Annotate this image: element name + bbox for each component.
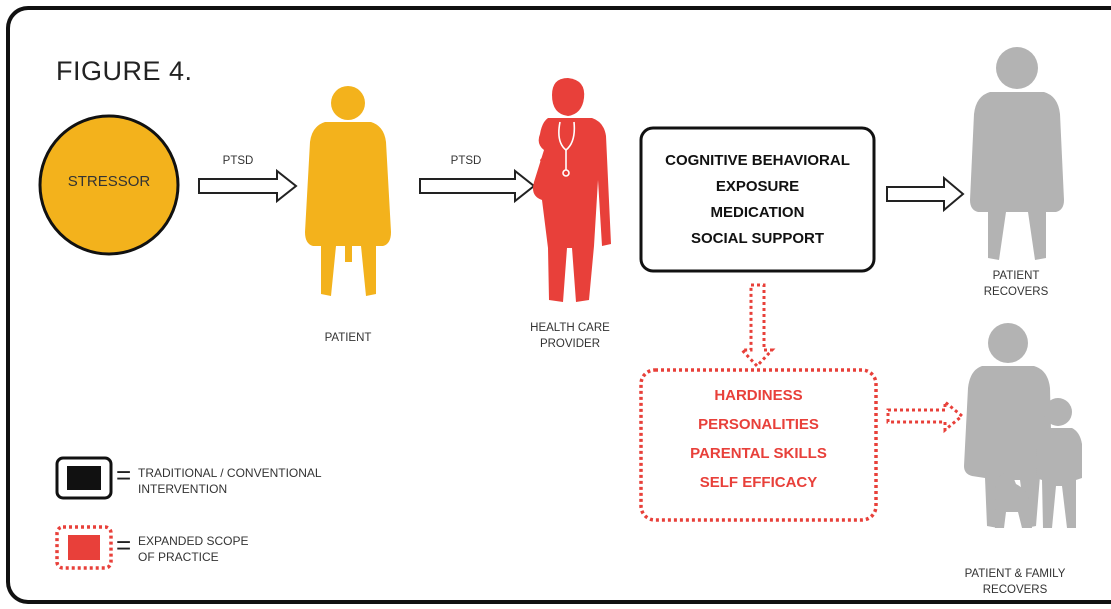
stressor-circle bbox=[38, 114, 180, 256]
provider-label-line1: HEALTH CARE bbox=[530, 322, 610, 334]
legend-expanded-label: EXPANDED SCOPE OF PRACTICE bbox=[138, 533, 248, 565]
expanded-item: SELF EFFICACY bbox=[699, 474, 818, 491]
family-recovers-label: PATIENT & FAMILY RECOVERS bbox=[945, 566, 1085, 598]
ptsd-label-1: PTSD bbox=[222, 155, 254, 167]
family-recovers-line1: PATIENT & FAMILY bbox=[964, 568, 1066, 580]
expanded-item: PERSONALITIES bbox=[698, 416, 819, 433]
legend-expanded-line1: EXPANDED SCOPE bbox=[138, 534, 249, 548]
expanded-box-list: HARDINESS PERSONALITIES PARENTAL SKILLS … bbox=[641, 381, 876, 497]
arrow-box-to-recovery bbox=[886, 175, 965, 213]
legend-traditional-inner bbox=[67, 466, 101, 490]
legend-equals-1: = bbox=[116, 460, 132, 490]
arrow-patient-to-provider bbox=[419, 168, 536, 204]
patient-figure-icon bbox=[305, 86, 391, 296]
patient-recovers-line2: RECOVERS bbox=[983, 286, 1049, 298]
provider-figure-icon bbox=[533, 78, 611, 302]
traditional-item: EXPOSURE bbox=[715, 178, 800, 195]
provider-label-line2: PROVIDER bbox=[539, 338, 601, 350]
ptsd-label-2: PTSD bbox=[450, 155, 482, 167]
traditional-item: MEDICATION bbox=[710, 204, 805, 221]
traditional-intervention-box bbox=[639, 126, 876, 273]
family-recovers-line2: RECOVERS bbox=[982, 584, 1048, 596]
recovered-patient-figure-icon bbox=[970, 47, 1064, 260]
family-figure-icon bbox=[964, 323, 1082, 528]
legend-expanded-line2: OF PRACTICE bbox=[138, 550, 219, 564]
provider-label: HEALTH CARE PROVIDER bbox=[520, 320, 620, 352]
patient-label: PATIENT bbox=[324, 332, 372, 344]
stethoscope-icon bbox=[558, 121, 576, 177]
expanded-item: HARDINESS bbox=[714, 387, 803, 404]
expanded-scope-box bbox=[639, 368, 878, 522]
legend-traditional-line1: TRADITIONAL / CONVENTIONAL bbox=[138, 466, 322, 480]
figure-title: FIGURE 4. bbox=[56, 56, 193, 86]
dotted-arrow-down bbox=[738, 283, 776, 369]
patient-recovers-label: PATIENT RECOVERS bbox=[966, 268, 1066, 300]
traditional-item: SOCIAL SUPPORT bbox=[690, 230, 825, 247]
dog-icon bbox=[995, 472, 1032, 528]
arrow-stressor-to-patient bbox=[198, 168, 298, 204]
legend-equals-2: = bbox=[116, 530, 132, 560]
legend-traditional-line2: INTERVENTION bbox=[138, 482, 228, 496]
expanded-item: PARENTAL SKILLS bbox=[690, 445, 827, 462]
legend-traditional-label: TRADITIONAL / CONVENTIONAL INTERVENTION bbox=[138, 465, 322, 497]
traditional-item: COGNITIVE BEHAVIORAL bbox=[665, 152, 850, 169]
traditional-box-list: COGNITIVE BEHAVIORAL EXPOSURE MEDICATION… bbox=[641, 148, 874, 252]
legend-expanded-inner bbox=[68, 535, 100, 560]
patient-recovers-line1: PATIENT bbox=[992, 270, 1040, 282]
dotted-arrow-right bbox=[886, 398, 965, 434]
stressor-label: STRESSOR bbox=[67, 173, 151, 190]
